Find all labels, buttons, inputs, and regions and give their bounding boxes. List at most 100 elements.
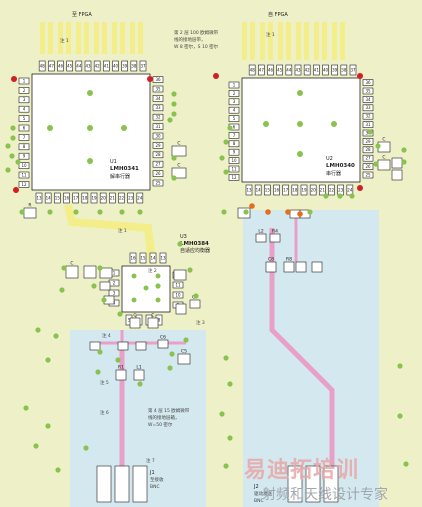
u2-pin-39 — [331, 64, 338, 76]
u3-pin-num: 2 — [113, 280, 116, 285]
u2-pin-num: 7 — [233, 133, 236, 138]
ground-via — [397, 413, 403, 419]
u2-pin-num: 6 — [233, 124, 236, 129]
passive-pad — [311, 261, 323, 273]
u2-pin-num: 33 — [365, 105, 371, 110]
u1-pin-22 — [118, 192, 125, 204]
u1-pin-28 — [152, 151, 164, 159]
u2-pin-num: 17 — [283, 187, 289, 192]
u1-pin-num: 43 — [85, 63, 91, 68]
u1-pin-num: 10 — [21, 163, 27, 168]
u2-pin-42 — [303, 64, 311, 76]
diff-pairs-u2-top — [242, 22, 345, 60]
u1-pin-num: 20 — [101, 195, 107, 200]
u2-pin-num: 14 — [256, 187, 262, 192]
u1-pin-9 — [18, 152, 30, 160]
u3-pin-14 — [149, 252, 157, 264]
u2-pin-16 — [273, 184, 280, 196]
chip-u2: U2 LMH0340 串行器 — [241, 77, 361, 183]
u1-pin-10 — [18, 162, 30, 169]
u1-pin-36 — [152, 76, 164, 83]
u2-pin-num: 20 — [311, 187, 317, 192]
u1-pin-48 — [38, 60, 46, 72]
u1-pin-32 — [152, 113, 164, 121]
u1-pin-31 — [152, 123, 164, 130]
ground-via — [307, 209, 313, 215]
pin1-marker — [13, 187, 19, 193]
u2-pin-22 — [328, 184, 335, 196]
u2-pin-18 — [291, 184, 299, 196]
passive-pad — [89, 341, 101, 351]
u1-pin-8 — [18, 143, 30, 151]
u1-pin-num: 48 — [40, 63, 46, 68]
passive-label: C5 — [181, 349, 187, 355]
ground-via — [45, 423, 51, 429]
u2-pin-num: 48 — [250, 67, 256, 72]
passive-pad — [115, 369, 127, 381]
u2-pin-num: 15 — [265, 187, 271, 192]
u2-pin-num: 42 — [305, 67, 311, 72]
passive-pad — [83, 265, 97, 279]
u2-pin-num: 21 — [320, 187, 326, 192]
u2-pin-num: 25 — [365, 172, 371, 177]
u1-pin-27 — [152, 160, 164, 168]
ground-via — [117, 311, 123, 317]
u2-pin-15 — [264, 184, 271, 196]
u2-pin-num: 23 — [338, 187, 344, 192]
ground-via — [97, 265, 103, 271]
passive-label: C — [70, 261, 73, 267]
note-5: 注 5 — [100, 379, 109, 386]
ground-via — [137, 381, 143, 387]
note-3: 注 3 — [196, 319, 205, 326]
u2-pin-21 — [319, 184, 326, 196]
u2-pin-12 — [228, 174, 240, 181]
passive-pad — [147, 317, 159, 329]
ground-via — [171, 175, 177, 181]
u1-pin-30 — [152, 132, 164, 140]
u2-pin-31 — [362, 121, 374, 128]
pin1-marker — [11, 76, 17, 82]
u3-pin-num: 5 — [128, 317, 131, 322]
u1-pin-25 — [152, 179, 164, 187]
u1-pin-20 — [99, 192, 107, 204]
note-1-left: 注 1 — [60, 37, 69, 44]
u2-pin-num: 1 — [233, 82, 236, 87]
u1-pin-14 — [44, 192, 52, 204]
passive-pad — [23, 207, 37, 219]
u2-pin-num: 37 — [350, 67, 356, 72]
u1-pin-num: 26 — [155, 171, 161, 176]
u1-pin-29 — [152, 142, 164, 149]
u1-pin-num: 9 — [23, 154, 26, 159]
ground-via — [115, 357, 121, 363]
u1-pin-39 — [121, 60, 128, 72]
j2-line1: 驱动发送 — [254, 490, 272, 497]
u2-pin-46 — [267, 64, 274, 76]
u1-pin-num: 19 — [91, 195, 97, 200]
u1-pin-num: 35 — [155, 86, 161, 91]
ground-via — [401, 147, 407, 153]
orange-pad — [249, 203, 255, 209]
u1-pin-3 — [18, 96, 30, 104]
u2-pin-29 — [362, 138, 374, 145]
u3-pin-num: 1 — [113, 270, 116, 275]
note-1-right: 注 1 — [266, 31, 275, 38]
ground-via — [167, 117, 173, 123]
u1-pin-4 — [18, 105, 30, 113]
passive-pad — [177, 353, 191, 365]
u2-pin-43 — [294, 64, 302, 76]
passive-label: L2 — [258, 229, 264, 235]
ground-via — [15, 159, 21, 165]
u2-pin-47 — [258, 64, 265, 76]
j1-line1: 至接收 — [150, 476, 164, 483]
diff-pair-u1-u3 — [64, 204, 156, 263]
u1-pin-7 — [18, 134, 30, 141]
chip-u1: U1 LMH0341 解串行器 — [31, 73, 151, 191]
ground-via — [243, 209, 249, 215]
ground-via — [35, 327, 41, 333]
u1-pin-18 — [81, 192, 89, 204]
u2-pin-27 — [362, 154, 374, 162]
note-4: 注 4 — [102, 332, 111, 339]
ground-via — [227, 125, 233, 131]
u2-pin-num: 4 — [233, 108, 236, 113]
ground-via — [367, 129, 373, 135]
